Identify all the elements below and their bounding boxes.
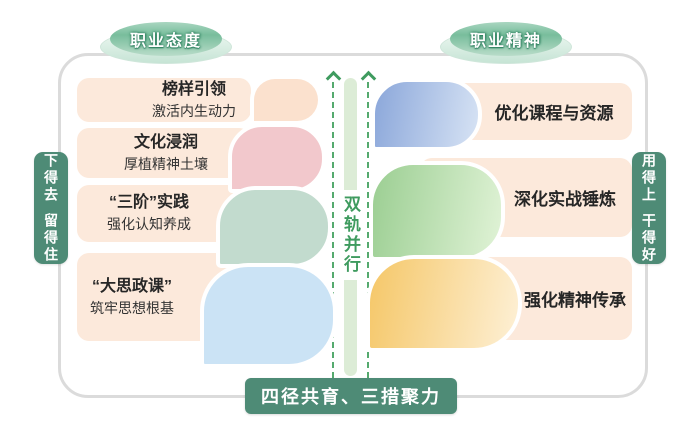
badge-dome [110, 22, 222, 56]
badge-label: 职业精神 [469, 33, 542, 50]
right-petal-3 [366, 255, 522, 352]
banner-label: 四径共育、三措聚力 [261, 387, 441, 407]
side-label-text: 下得去 [43, 152, 59, 204]
item-title: 深化实战锤炼 [514, 190, 616, 209]
item-title: 优化课程与资源 [494, 104, 614, 123]
side-label-left: 下得去 留得住 [34, 152, 68, 264]
item-subtitle: 筑牢思想根基 [90, 299, 174, 316]
left-item-2: 文化浸润 厚植精神土壤 [77, 128, 251, 178]
item-title: 榜样引领 [161, 80, 226, 98]
left-item-1: 榜样引领 激活内生动力 [77, 78, 251, 122]
side-label-text: 干得好 [641, 212, 657, 264]
item-subtitle: 激活内生动力 [152, 102, 236, 119]
item-title: 强化精神传承 [524, 291, 626, 310]
dashed-arrow-line-right [367, 82, 369, 378]
badge-label: 职业态度 [129, 33, 202, 50]
right-petal-2 [369, 161, 505, 261]
side-label-text: 用得上 [641, 152, 657, 204]
dashed-arrow-line-left [332, 82, 334, 378]
item-title: 文化浸润 [133, 133, 198, 151]
item-subtitle: 强化认知养成 [107, 216, 191, 233]
item-title: “大思政课” [91, 277, 172, 295]
bottom-banner: 四径共育、三措聚力 [245, 378, 457, 414]
badge-dome [450, 22, 562, 56]
item-subtitle: 厚植精神土壤 [124, 155, 208, 172]
left-petal-1 [250, 75, 322, 125]
left-petal-3 [216, 186, 332, 268]
left-petal-4 [200, 263, 337, 368]
right-petal-1 [371, 78, 482, 151]
badge-career-spirit: 职业精神 [440, 20, 572, 66]
item-title: “三阶”实践 [108, 194, 189, 212]
side-label-text: 留得住 [43, 212, 59, 264]
side-label-right: 用得上 干得好 [632, 152, 666, 264]
center-label-text: 双轨并行 [341, 195, 360, 275]
left-petal-2 [228, 123, 326, 193]
badge-career-attitude: 职业态度 [100, 20, 232, 66]
center-label: 双轨并行 [338, 190, 363, 280]
